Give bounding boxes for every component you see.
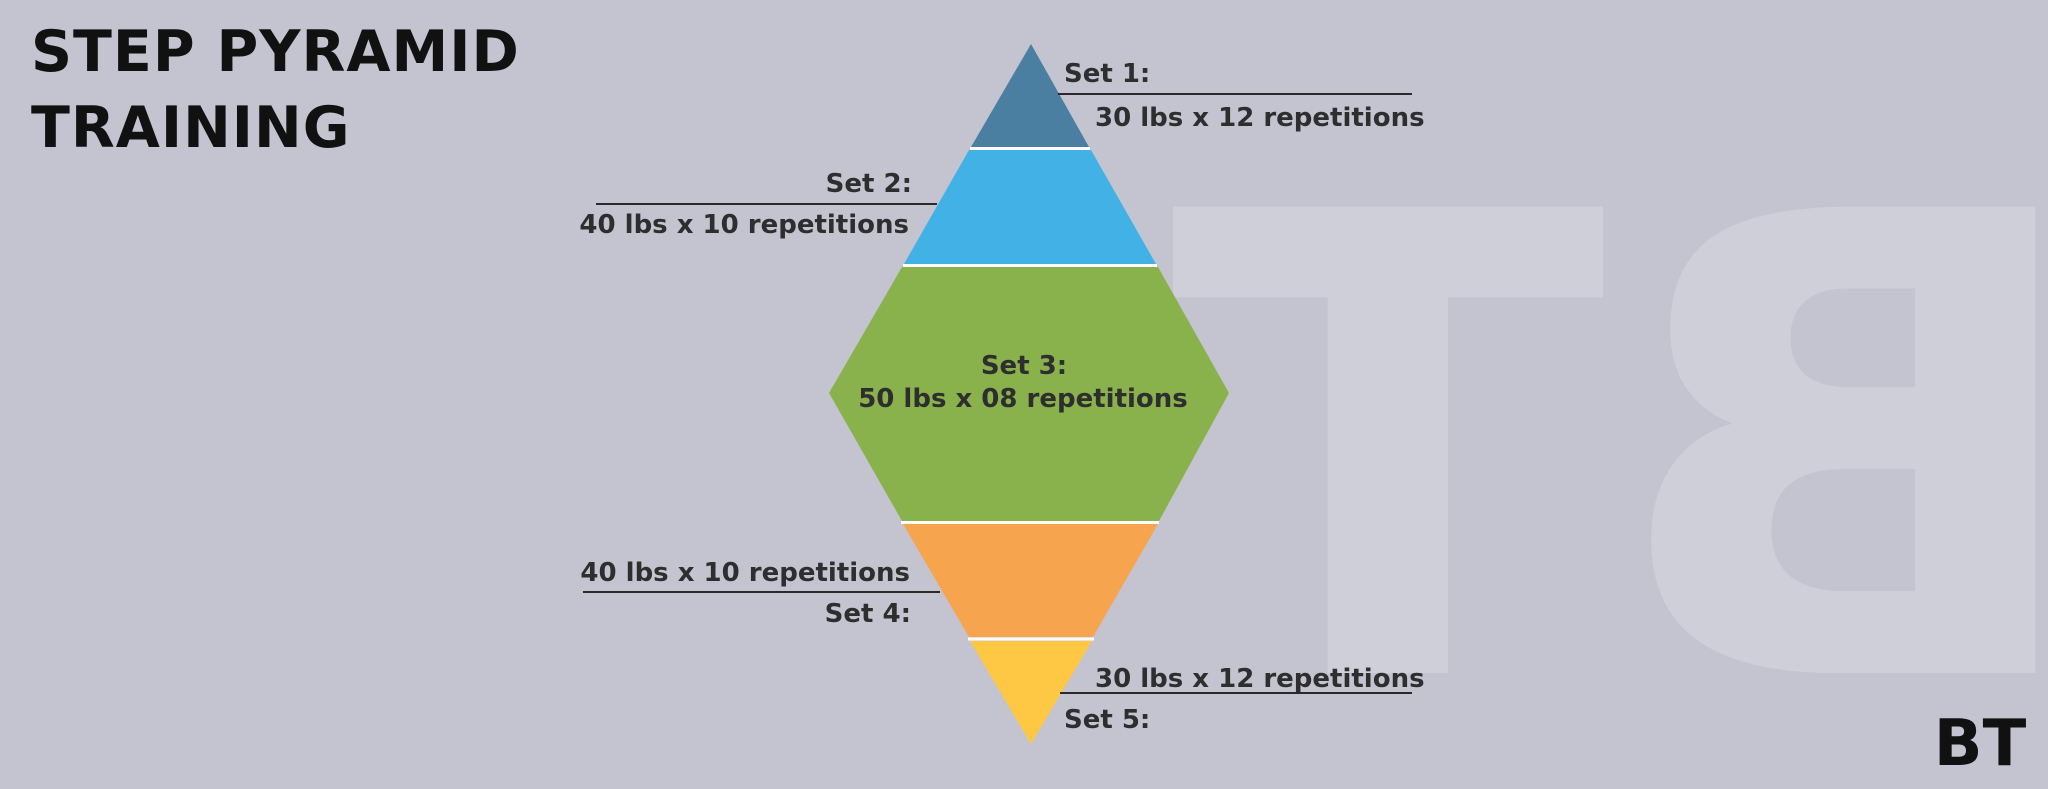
page-title-line-1: STEP PYRAMID [31,19,520,85]
set-4-label: Set 4: [825,599,911,629]
set-2-segment [904,150,1156,264]
set-2-label: Set 2: [826,169,912,199]
bt-logo: BT [1934,707,2027,781]
page-title-line-2: TRAINING [31,95,351,161]
page-title: STEP PYRAMID TRAINING [31,14,520,166]
set-4-detail: 40 lbs x 10 repetitions [580,558,910,588]
watermark-text: BT [1166,79,2048,789]
set-1-detail: 30 lbs x 12 repetitions [1095,103,1425,133]
set-5-label: Set 5: [1064,705,1150,735]
set-3-detail: 50 lbs x 08 repetitions [858,384,1188,414]
set-4-segment [903,524,1158,637]
set-3-segment [829,267,1229,521]
set-5-segment [970,641,1092,744]
set-3-label: Set 3: [981,351,1067,381]
set-2-detail: 40 lbs x 10 repetitions [579,210,909,240]
set-5-detail: 30 lbs x 12 repetitions [1095,664,1425,694]
set-1-label: Set 1: [1064,59,1150,89]
set-1-segment [971,44,1089,147]
